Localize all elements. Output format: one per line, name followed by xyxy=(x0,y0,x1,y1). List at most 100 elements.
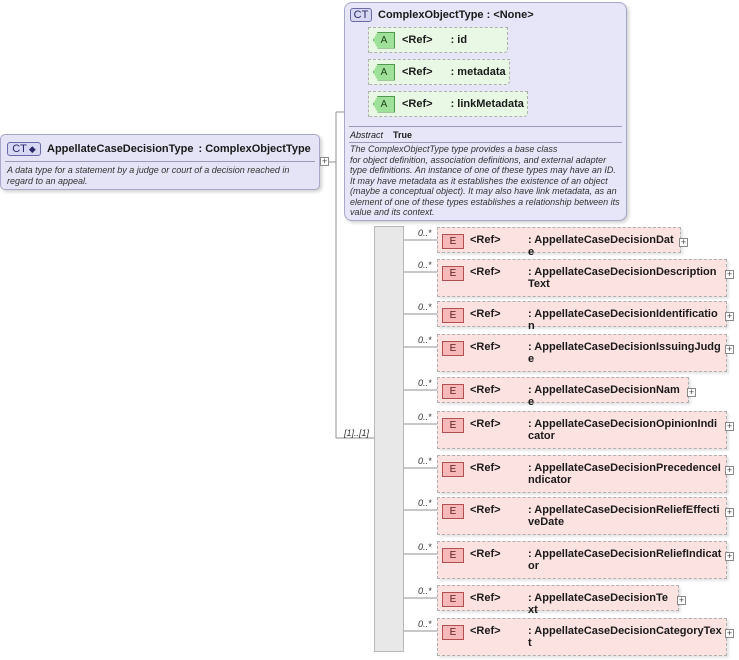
expand-toggle[interactable]: + xyxy=(677,596,686,605)
type-name: AppellateCaseDecisionType xyxy=(47,143,194,155)
element-ref: <Ref> xyxy=(470,234,501,246)
complex-type-appellate-case-decision[interactable]: CT​◆ AppellateCaseDecisionType : Complex… xyxy=(0,134,320,190)
expand-toggle[interactable]: + xyxy=(725,345,734,354)
attribute-name: : linkMetadata xyxy=(450,98,524,110)
element-icon: E xyxy=(442,592,464,607)
element-icon: E xyxy=(442,548,464,563)
element-ref: <Ref> xyxy=(470,462,501,474)
complex-type-icon: CT xyxy=(350,8,372,22)
attribute-name: : id xyxy=(450,34,468,46)
abstract-label: Abstract xyxy=(350,130,384,140)
element-name: : AppellateCaseDecisionOpinionIndicator xyxy=(528,418,718,442)
plus-icon: + xyxy=(688,387,695,397)
element-name: : AppellateCaseDecisionPrecedenceIndicat… xyxy=(528,462,721,486)
element-cardinality: 0..* xyxy=(418,498,432,508)
attribute-name: : metadata xyxy=(450,66,506,78)
description-line: for object definition, association defin… xyxy=(350,154,607,165)
element-name: : AppellateCaseDecisionReliefEffectiveDa… xyxy=(528,504,720,528)
element-cardinality: 0..* xyxy=(418,586,432,596)
attribute-ref: <Ref> xyxy=(402,66,433,78)
element-icon: E xyxy=(442,384,464,399)
base-type-description: The ComplexObjectType type provides a ba… xyxy=(350,144,620,218)
element-icon: E xyxy=(442,308,464,323)
element-ref: <Ref> xyxy=(470,341,501,353)
element-row[interactable]: E<Ref>: AppellateCaseDecisionDate xyxy=(437,227,681,258)
attribute-icon: A xyxy=(373,95,395,113)
element-name: : AppellateCaseDecisionDescriptionText xyxy=(528,266,717,290)
element-icon: E xyxy=(442,266,464,281)
plus-icon: + xyxy=(726,507,733,517)
type-description: A data type for a statement by a judge o… xyxy=(7,165,289,186)
element-cardinality: 0..* xyxy=(418,302,432,312)
divider xyxy=(349,126,622,127)
plus-icon: + xyxy=(680,237,687,247)
plus-icon: + xyxy=(726,628,733,638)
expand-toggle[interactable]: + xyxy=(679,238,688,247)
collapse-toggle[interactable]: + xyxy=(320,156,329,166)
expand-toggle[interactable]: + xyxy=(725,629,734,638)
element-name: : AppellateCaseDecisionCategoryText xyxy=(528,625,722,649)
element-icon: E xyxy=(442,341,464,356)
description-line: It may have metadata as it establishes t… xyxy=(350,175,608,186)
element-name: : AppellateCaseDecisionIssuingJudge xyxy=(528,341,721,365)
element-row[interactable]: E<Ref>: AppellateCaseDecisionReliefIndic… xyxy=(437,541,727,579)
element-ref: <Ref> xyxy=(470,418,501,430)
element-row[interactable]: E <Ref> : AppellateCaseDecisionIdentificat… xyxy=(437,301,727,332)
element-row[interactable]: E <Ref> : AppellateCaseDecisionDescription… xyxy=(437,259,727,297)
attribute-id[interactable]: A <Ref> : id xyxy=(368,27,508,53)
expand-toggle[interactable]: + xyxy=(725,508,734,517)
plus-icon: + xyxy=(726,311,733,321)
element-ref: <Ref> xyxy=(470,625,501,637)
plus-icon: + xyxy=(678,595,685,605)
expand-toggle[interactable]: + xyxy=(725,422,734,431)
expand-toggle[interactable]: + xyxy=(725,312,734,321)
description-line: A data type for a statement by a judge o… xyxy=(7,165,290,175)
base-type-title: ComplexObjectType : <None> xyxy=(378,9,534,21)
element-ref: <Ref> xyxy=(470,592,501,604)
element-row[interactable]: E<Ref>: AppellateCaseDecisionName xyxy=(437,377,689,408)
diamond-icon: ◆ xyxy=(28,143,36,154)
element-row[interactable]: E<Ref>: AppellateCaseDecisionReliefEffec… xyxy=(437,497,727,535)
type-base: : ComplexObjectType xyxy=(198,143,311,155)
element-name: : AppellateCaseDecisionIdentification xyxy=(528,308,718,332)
element-ref: <Ref> xyxy=(470,266,501,278)
element-row[interactable]: E <Ref> : AppellateCaseDecisionIssuingJudg… xyxy=(437,334,727,372)
element-name: : AppellateCaseDecisionDate xyxy=(528,234,674,258)
element-cardinality: 0..* xyxy=(418,456,432,466)
description-line: regard to an appeal. xyxy=(7,175,88,186)
element-icon: E xyxy=(442,462,464,477)
plus-icon: + xyxy=(726,269,733,279)
description-line: value and its context. xyxy=(350,207,435,217)
element-cardinality: 0..* xyxy=(418,542,432,552)
attribute-icon: A xyxy=(373,31,395,49)
expand-toggle[interactable]: + xyxy=(725,552,734,561)
element-ref: <Ref> xyxy=(470,308,501,320)
element-row[interactable]: E <Ref> : AppellateCaseDecisionPrecedenceI… xyxy=(437,455,727,493)
element-icon: E xyxy=(442,625,464,640)
sequence-compositor[interactable] xyxy=(374,226,404,652)
element-row[interactable]: E <Ref> : AppellateCaseDecisionOpinionIndi… xyxy=(437,411,727,449)
element-ref: <Ref> xyxy=(470,384,501,396)
element-icon: E xyxy=(442,418,464,433)
plus-icon: + xyxy=(726,465,733,475)
attribute-ref: <Ref> xyxy=(402,98,433,110)
element-row[interactable]: E<Ref>: AppellateCaseDecisionText xyxy=(437,585,679,616)
attribute-link-metadata[interactable]: A <Ref> : linkMetadata xyxy=(368,91,528,117)
divider xyxy=(349,142,622,143)
expand-toggle[interactable]: + xyxy=(725,466,734,475)
expand-toggle[interactable]: + xyxy=(725,270,734,279)
complex-type-icon: CT​◆ xyxy=(7,142,41,156)
description-line: The ComplexObjectType type provides a ba… xyxy=(350,144,558,154)
element-name: : AppellateCaseDecisionReliefIndicator xyxy=(528,548,722,572)
element-ref: <Ref> xyxy=(470,504,501,516)
attribute-ref: <Ref> xyxy=(402,34,433,46)
element-row[interactable]: E <Ref> : AppellateCaseDecisionCategoryTex… xyxy=(437,618,727,656)
description-line: element of one of these types establishe… xyxy=(350,196,620,207)
attribute-metadata[interactable]: A <Ref> : metadata xyxy=(368,59,510,85)
divider xyxy=(5,161,315,162)
plus-icon: + xyxy=(726,551,733,561)
description-line: (maybe a conceptual object). It may also… xyxy=(350,186,617,196)
attribute-icon: A xyxy=(373,63,395,81)
expand-toggle[interactable]: + xyxy=(687,388,696,397)
description-line: type definitions. An instance of one of … xyxy=(350,165,616,175)
